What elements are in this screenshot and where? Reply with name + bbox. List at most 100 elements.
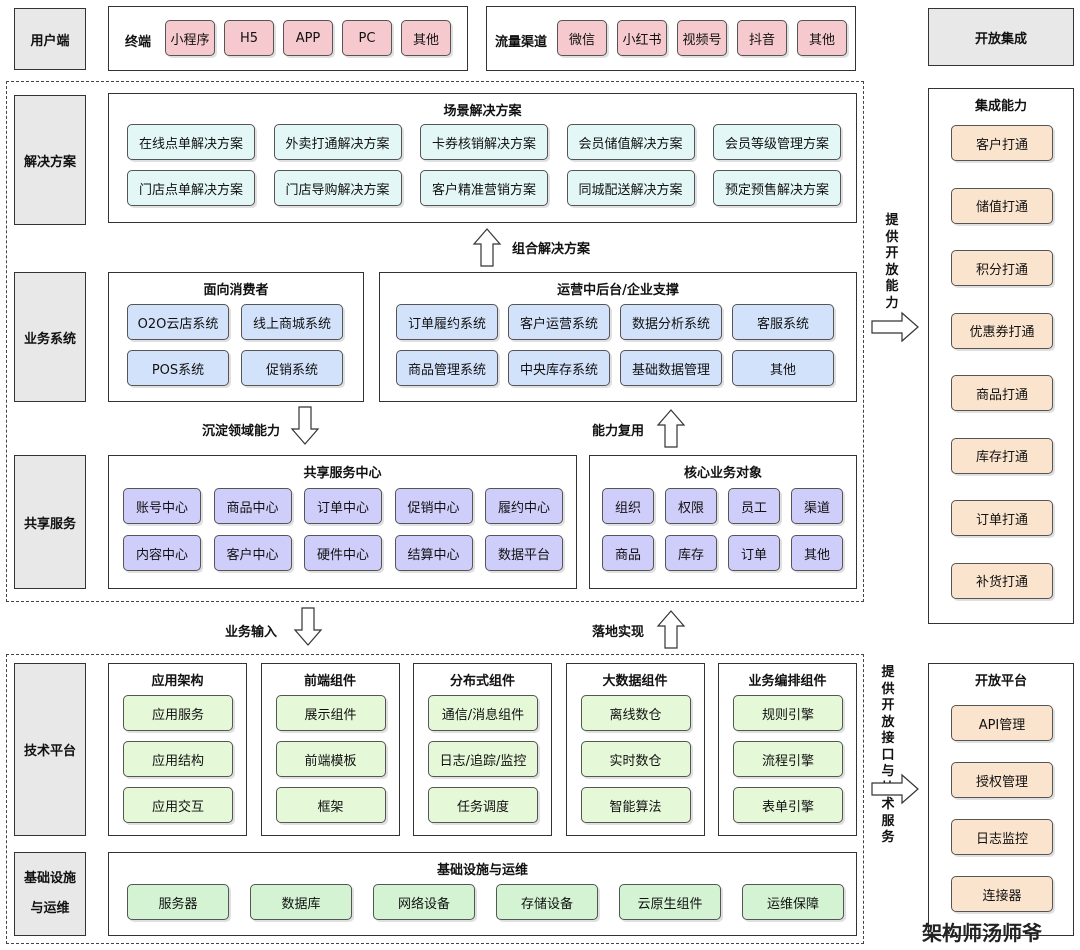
ops-system-chip: 其他 (732, 350, 834, 386)
tech-group-box: 大数据组件离线数仓实时数仓智能算法 (565, 663, 705, 836)
arrow-label-reuse: 能力复用 (592, 424, 645, 439)
integration-capability-box: 集成能力 客户打通储值打通积分打通优惠券打通商品打通库存打通订单打通补货打通 (928, 88, 1074, 624)
shared-center-box: 共享服务中心 账号中心商品中心订单中心促销中心履约中心内容中心客户中心硬件中心结… (108, 455, 577, 589)
tech-component-chip: 应用交互 (123, 787, 233, 823)
vertical-label-char: 能 (885, 279, 899, 294)
core-object-chip: 库存 (665, 535, 717, 571)
infra-chip: 运维保障 (742, 884, 844, 920)
arrow-label-landing: 落地实现 (592, 625, 645, 640)
vertical-label-char: 口 (881, 747, 895, 763)
core-object-chip: 其他 (791, 535, 843, 571)
integration-capability-chip: 订单打通 (951, 500, 1053, 536)
open-platform-box: 开放平台 API管理授权管理日志监控连接器 (928, 663, 1074, 936)
shared-center-chip: 促销中心 (394, 488, 473, 524)
shared-center-chip: 商品中心 (213, 488, 292, 524)
ops-system-chip: 商品管理系统 (396, 350, 498, 386)
scenario-solution-chip: 会员储值解决方案 (566, 124, 695, 160)
tech-component-chip: 任务调度 (428, 787, 538, 823)
channel-chip: 抖音 (737, 20, 787, 56)
vertical-label-char: 接 (881, 731, 895, 746)
tech-component-chip: 表单引擎 (733, 787, 843, 823)
terminal-label: 终端 (125, 35, 152, 50)
ops-system-chip: 订单履约系统 (396, 304, 498, 340)
consumer-system-chip: 促销系统 (241, 350, 343, 386)
scenario-solution-chip: 外卖打通解决方案 (273, 124, 402, 160)
integration-capability-chip: 积分打通 (951, 250, 1053, 286)
terminal-chip: PC (342, 20, 392, 56)
tech-group-box: 应用架构应用服务应用结构应用交互 (108, 663, 247, 836)
row-label-tech: 技术平台 (14, 663, 86, 836)
vertical-label-char: 提 (881, 665, 895, 680)
vertical-label-char: 供 (885, 229, 899, 245)
open-platform-title: 开放平台 (974, 674, 1027, 689)
open-platform-chip: 连接器 (951, 876, 1053, 912)
scenario-solution-chip: 会员等级管理方案 (713, 124, 841, 160)
infra-chip: 数据库 (250, 884, 352, 920)
ops-box: 运营中后台/企业支撑 订单履约系统客户运营系统数据分析系统客服系统商品管理系统中… (379, 272, 857, 402)
scenario-solution-chip: 在线点单解决方案 (127, 124, 255, 160)
tech-group-title: 应用架构 (151, 674, 204, 689)
open-platform-chip: API管理 (951, 705, 1053, 741)
scenario-solution-chip: 门店点单解决方案 (127, 170, 255, 206)
scenario-solution-chip: 卡券核销解决方案 (420, 124, 548, 160)
arrow-right-api-service-icon (871, 773, 919, 805)
infra-chip: 服务器 (127, 884, 229, 920)
tech-group-box: 前端组件展示组件前端模板框架 (260, 663, 400, 836)
core-region (6, 81, 864, 602)
tech-component-chip: 规则引擎 (733, 695, 843, 731)
tech-group-title: 业务编排组件 (748, 674, 827, 689)
integration-capability-chip: 优惠券打通 (951, 312, 1053, 349)
tech-component-chip: 前端模板 (275, 741, 386, 777)
terminal-chip: 小程序 (165, 20, 215, 56)
vertical-label-char: 务 (881, 830, 895, 845)
vertical-label-char: 供 (881, 681, 895, 697)
consumer-system-chip: POS系统 (127, 350, 229, 386)
tech-component-chip: 应用结构 (123, 741, 233, 777)
shared-center-chip: 客户中心 (213, 535, 292, 571)
arrow-down-deposit-icon (290, 406, 320, 445)
shared-center-chip: 内容中心 (123, 535, 201, 571)
arrow-up-combine-icon (472, 228, 502, 267)
tech-component-chip: 框架 (275, 787, 386, 823)
open-integration-header: 开放集成 (928, 8, 1074, 66)
vertical-label-char: 术 (881, 797, 895, 812)
vertical-label-char: 力 (885, 295, 899, 311)
ops-system-chip: 客户运营系统 (508, 304, 610, 340)
terminal-chip: 其他 (401, 20, 451, 56)
shared-center-chip: 账号中心 (123, 488, 201, 524)
scenario-solution-chip: 客户精准营销方案 (420, 170, 548, 206)
channel-chip: 其他 (797, 20, 847, 56)
ops-system-chip: 中央库存系统 (508, 350, 610, 386)
scenario-solution-chip: 门店导购解决方案 (273, 170, 402, 206)
integration-capability-chip: 补货打通 (951, 562, 1053, 599)
tech-group-box: 分布式组件通信/消息组件日志/追踪/监控任务调度 (413, 663, 552, 836)
vertical-label-char: 开 (885, 246, 899, 261)
vertical-label-char: 服 (881, 813, 895, 829)
tech-component-chip: 智能算法 (580, 787, 691, 823)
infra-chip: 存储设备 (496, 884, 598, 920)
vertical-label-char: 与 (881, 764, 895, 779)
arrow-label-deposit: 沉淀领域能力 (202, 424, 281, 439)
ops-system-chip: 数据分析系统 (620, 304, 722, 340)
infra-chip: 云原生组件 (619, 884, 721, 920)
core-object-chip: 组织 (602, 488, 654, 524)
channel-chip: 视频号 (677, 20, 727, 56)
shared-center-chip: 硬件中心 (304, 535, 382, 571)
tech-component-chip: 实时数仓 (580, 741, 691, 777)
channel-box: 流量渠道 微信小红书视频号抖音其他 (486, 6, 856, 71)
tech-component-chip: 展示组件 (275, 695, 386, 731)
terminal-chip: H5 (224, 20, 274, 56)
watermark: 架构师汤师爷 (922, 921, 1042, 945)
consumer-title: 面向消费者 (203, 283, 269, 298)
core-object-chip: 权限 (665, 488, 717, 524)
row-label-business: 业务系统 (14, 272, 86, 402)
integration-capability-chip: 库存打通 (951, 437, 1053, 474)
arrow-right-open-capability-icon (871, 311, 919, 343)
shared-center-chip: 数据平台 (485, 535, 563, 571)
scenario-solution-chip: 同城配送解决方案 (566, 170, 695, 206)
infra-chip: 网络设备 (373, 884, 475, 920)
scenario-title: 场景解决方案 (443, 104, 522, 119)
shared-center-title: 共享服务中心 (303, 466, 382, 481)
core-object-chip: 商品 (602, 535, 654, 571)
